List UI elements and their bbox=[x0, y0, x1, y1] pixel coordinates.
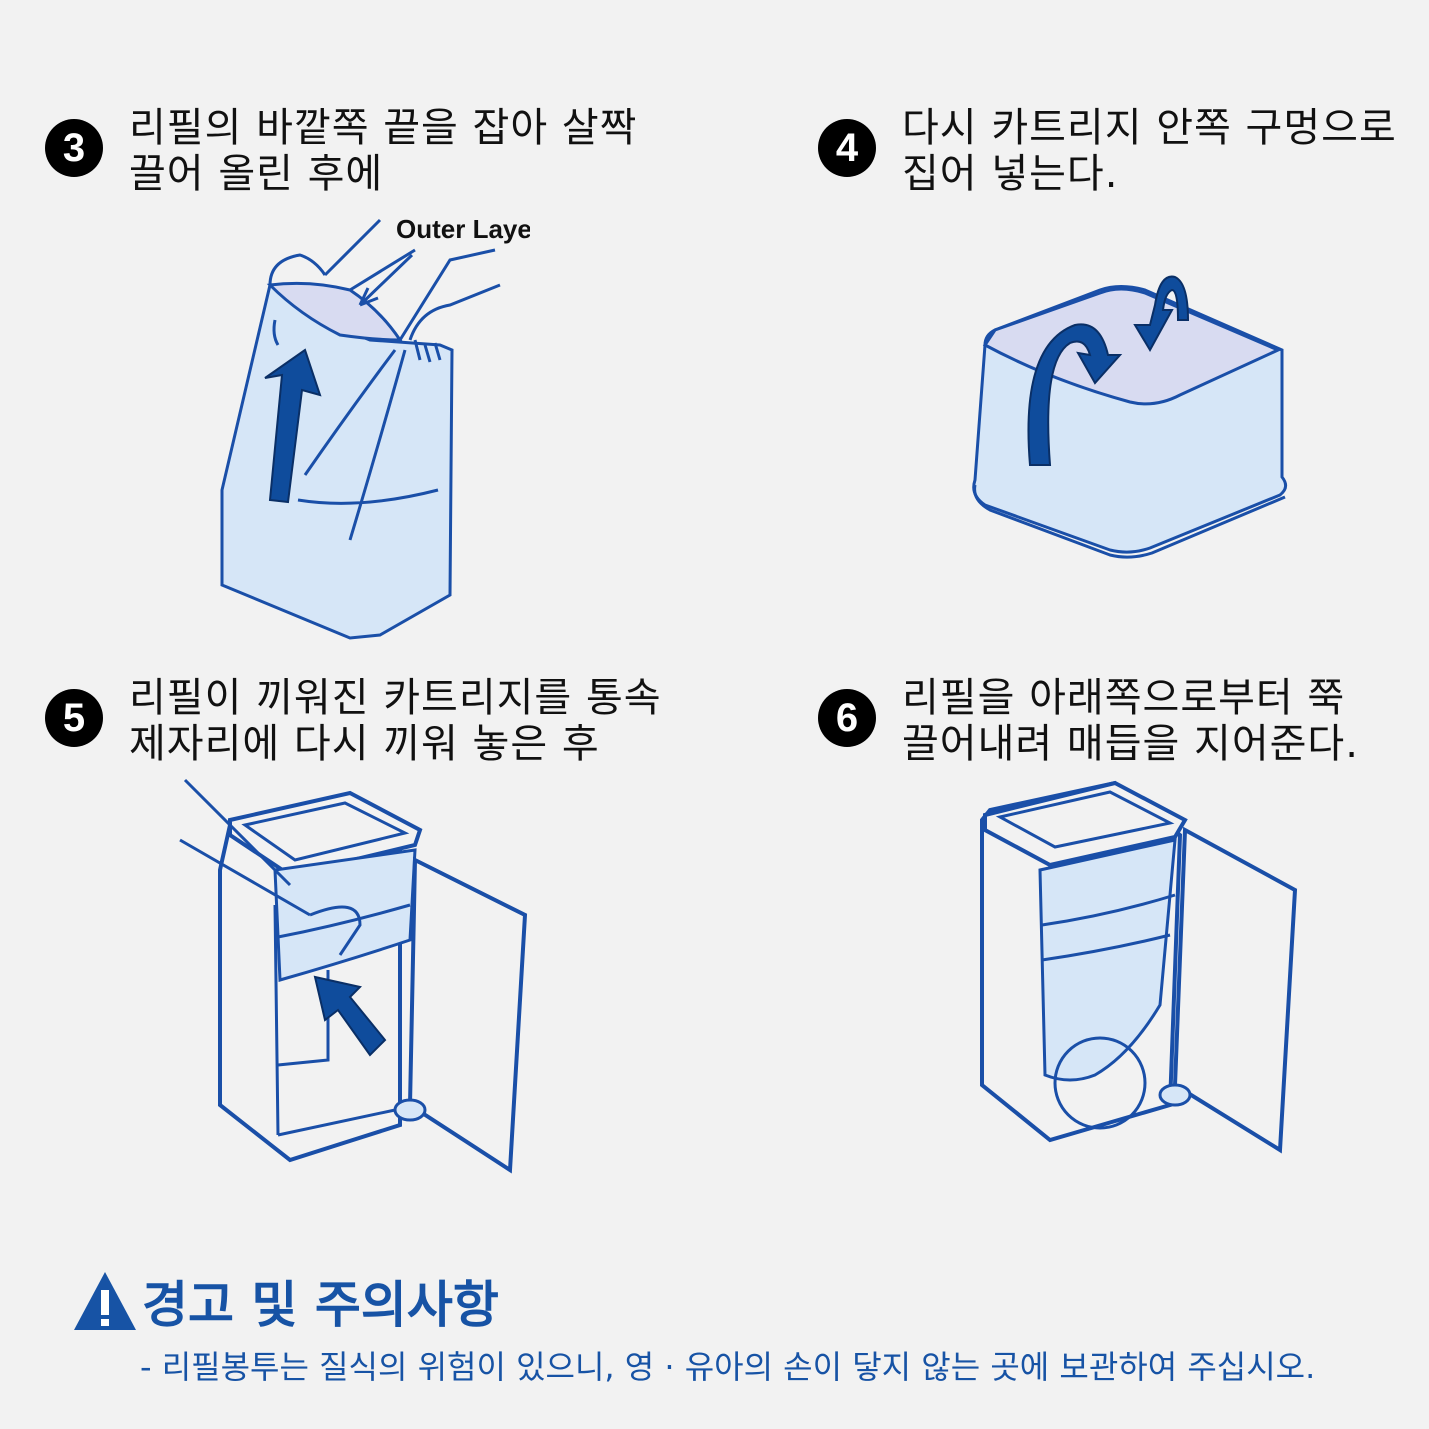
step-4-illustration bbox=[972, 275, 1287, 559]
step-5-illustration bbox=[179, 778, 528, 1174]
instruction-line: 다시 카트리지 안쪽 구멍으로 bbox=[902, 105, 1397, 151]
step-instruction: 리필을 아래쪽으로부터 쭉 끌어내려 매듭을 지어준다. bbox=[902, 675, 1359, 767]
step-3-illustration: Outer Layer bbox=[220, 214, 530, 640]
step-3: 3 리필의 바깥쪽 끝을 잡아 살짝 끌어 올린 후에 bbox=[45, 105, 637, 197]
step-number-badge: 3 bbox=[45, 119, 103, 177]
instruction-line: 리필의 바깥쪽 끝을 잡아 살짝 bbox=[129, 105, 638, 151]
warning-title: 경고 및 주의사항 bbox=[142, 1276, 499, 1334]
instruction-line: 끌어 올린 후에 bbox=[129, 151, 384, 197]
instruction-line: 리필이 끼워진 카트리지를 통속 bbox=[129, 675, 662, 721]
step-instruction: 리필이 끼워진 카트리지를 통속 제자리에 다시 끼워 놓은 후 bbox=[129, 675, 662, 767]
step-instruction: 리필의 바깥쪽 끝을 잡아 살짝 끌어 올린 후에 bbox=[129, 105, 637, 197]
warning-text: - 리필봉투는 질식의 위험이 있으니, 영 · 유아의 손이 닿지 않는 곳에… bbox=[140, 1348, 1316, 1386]
step-6-illustration bbox=[980, 780, 1298, 1154]
warning-section: 경고 및 주의사항 bbox=[72, 1265, 499, 1337]
step-5: 5 리필이 끼워진 카트리지를 통속 제자리에 다시 끼워 놓은 후 bbox=[45, 675, 662, 767]
instruction-line: 끌어내려 매듭을 지어준다. bbox=[902, 721, 1359, 767]
warning-triangle-icon bbox=[74, 1272, 136, 1330]
step-6: 6 리필을 아래쪽으로부터 쭉 끌어내려 매듭을 지어준다. bbox=[818, 675, 1359, 767]
step-number-badge: 4 bbox=[818, 119, 876, 177]
step-instruction: 다시 카트리지 안쪽 구멍으로 집어 넣는다. bbox=[902, 105, 1397, 197]
instruction-line: 제자리에 다시 끼워 놓은 후 bbox=[129, 721, 600, 767]
step-number-badge: 5 bbox=[45, 689, 103, 747]
step-4: 4 다시 카트리지 안쪽 구멍으로 집어 넣는다. bbox=[818, 105, 1397, 197]
instruction-line: 집어 넣는다. bbox=[902, 151, 1119, 197]
instruction-line: 리필을 아래쪽으로부터 쭉 bbox=[902, 675, 1346, 721]
outer-layer-label: Outer Layer bbox=[396, 214, 530, 244]
step-number-badge: 6 bbox=[818, 689, 876, 747]
